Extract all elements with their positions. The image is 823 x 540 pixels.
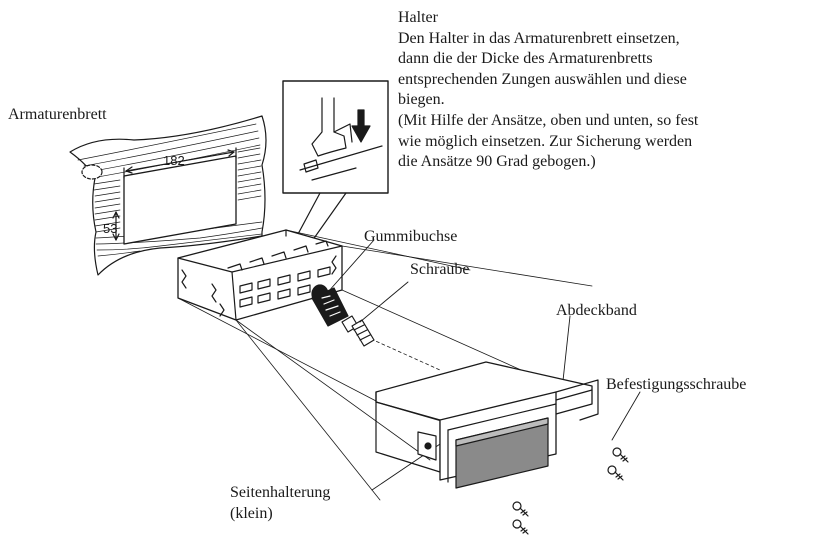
rubber-bush [311,284,349,327]
label-gummibuchse: Gummibuchse [364,228,458,245]
guide-lines [177,229,593,501]
fixing-screw [512,519,529,535]
radio-unit [375,361,599,489]
halter-desc-line: entsprechenden Zungen auswählen und dies… [398,70,687,88]
label-abdeckband: Abdeckband [556,302,637,319]
fixing-screw [607,465,624,481]
label-befestigungsschraube: Befestigungsschraube [606,376,747,393]
dimension-width: 182 [163,153,185,168]
halter-desc-line: die Ansätze 90 Grad gebogen.) [398,153,596,171]
dashboard-panel [69,115,267,276]
fixing-screw [612,447,629,463]
halter-desc-line: Den Halter in das Armaturenbrett einsetz… [398,29,680,47]
label-seitenhalterung: Seitenhalterung [230,484,331,501]
halter-desc-line: (Mit Hilfe der Ansätze, oben und unten, … [398,111,699,129]
halter-desc-line: dann die der Dicke des Armaturenbretts [398,50,653,68]
label-armaturenbrett: Armaturenbrett [8,106,107,123]
fixing-screws [512,447,629,535]
dimension-height: 53 [103,221,118,236]
screw [341,315,375,347]
halter-desc-line: wie möglich einsetzen. Zur Sicherung wer… [398,132,693,150]
label-schraube: Schraube [410,261,470,278]
detail-inset [267,80,389,293]
label-seitenhalterung-sub: (klein) [230,505,273,522]
halter-desc-line: biegen. [398,91,445,109]
fixing-screw [512,501,529,517]
halter-annotation: Halter Den Halter in das Armaturenbrett … [398,8,818,173]
halter-title: Halter [398,9,438,26]
